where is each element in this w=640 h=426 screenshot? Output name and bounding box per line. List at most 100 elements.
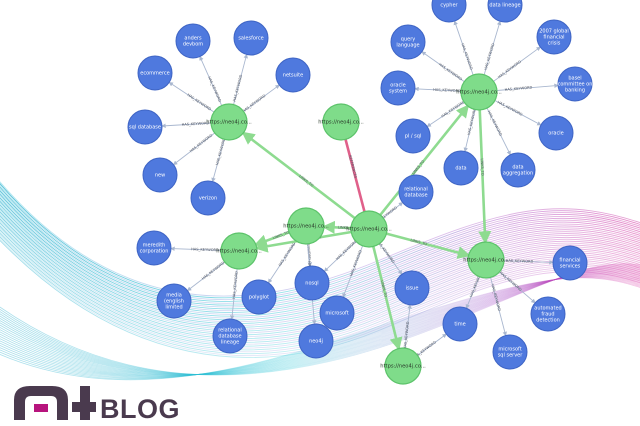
edge-type-label: HAS_KEYWORD: [215, 138, 226, 166]
edge-type-label: LINKS_TO: [272, 230, 290, 240]
topic-node-label: automated: [534, 306, 561, 312]
topic-node-label: new: [155, 173, 165, 179]
topic-node-label: data: [512, 165, 523, 171]
topic-node-label: devbom: [183, 42, 203, 48]
page-node[interactable]: https://neo4j.co...: [206, 103, 252, 141]
topic-node[interactable]: time: [442, 306, 478, 342]
ai-blog-logo: BLOG: [14, 386, 180, 422]
topic-node-label: neo4j: [309, 339, 323, 345]
topic-node[interactable]: polyglot: [241, 279, 277, 315]
topic-node-label: system: [389, 89, 407, 95]
topic-node[interactable]: neo4j: [298, 323, 334, 359]
topic-node-label: financial: [559, 258, 580, 264]
edge-type-label: LINKS_TO: [480, 158, 485, 176]
topic-node[interactable]: data: [443, 150, 479, 186]
topic-node-label: meredith: [143, 243, 166, 249]
edge-type-label: LINKS_TO: [298, 174, 314, 188]
topic-node-label: sql server: [498, 353, 524, 359]
topic-node-label: limited: [165, 305, 182, 311]
page-node-label: https://neo4j.co...: [346, 227, 392, 233]
topic-node[interactable]: data lineage: [487, 0, 523, 23]
topic-node[interactable]: verizon: [190, 180, 226, 216]
logo-stem-shape: [80, 386, 90, 420]
topic-node-label: salesforce: [238, 36, 263, 42]
topic-node[interactable]: microsoft: [319, 295, 355, 331]
page-node[interactable]: https://neo4j.co...: [346, 210, 392, 248]
topic-node-label: (english: [164, 299, 184, 305]
topic-node-label: anders: [184, 36, 202, 42]
topic-node-label: fraud: [541, 312, 554, 318]
edge-type-label: HAS_KEYWORD: [487, 110, 503, 137]
edge-type-label: HAS_KEYWORD: [201, 261, 226, 281]
topic-node[interactable]: netsuite: [275, 57, 311, 93]
page-node-label: https://neo4j.co...: [380, 364, 426, 370]
page-node[interactable]: https://neo4j.co...: [463, 241, 509, 279]
edge-type-label: HAS_KEYWORD: [497, 60, 522, 80]
edge-type-label: HAS_KEYWORD: [232, 271, 239, 299]
topic-node[interactable]: new: [142, 157, 178, 193]
page-node-label: https://neo4j.co...: [456, 90, 502, 96]
topic-node-label: polyglot: [249, 295, 269, 301]
topic-node[interactable]: sql database: [127, 109, 163, 145]
topic-node-label: 2007 global: [539, 29, 569, 35]
topic-node-label: corporation: [140, 249, 169, 255]
topic-node[interactable]: ecommerce: [137, 55, 173, 91]
edge-type-label: HAS_KEYWORD: [335, 239, 358, 261]
page-node-label: https://neo4j.co...: [216, 249, 262, 255]
topic-node-label: ecommerce: [140, 71, 169, 77]
topic-node[interactable]: nosql: [294, 265, 330, 301]
page-node-label: https://neo4j.co...: [463, 258, 509, 264]
topic-node-label: cypher: [440, 3, 458, 9]
topic-node[interactable]: issue: [394, 270, 430, 306]
edge-type-label: HAS_KEYWORD: [467, 108, 477, 136]
edge-type-label: LINKS_TO: [411, 159, 425, 175]
topic-node-label: microsoft: [498, 347, 521, 353]
edge-type-label: HAS_KEYWORD: [191, 247, 219, 252]
topic-node-label: oracle: [390, 83, 405, 89]
page-node[interactable]: https://neo4j.co...: [456, 73, 502, 111]
edge-type-label: HAS_KEYWORD: [242, 94, 267, 114]
page-node[interactable]: https://neo4j.co...: [283, 207, 329, 245]
topic-node-label: media: [166, 293, 182, 299]
topic-node-label: time: [454, 322, 465, 328]
topic-node[interactable]: cypher: [431, 0, 467, 23]
edge-type-label: HAS_KEYWORD: [497, 100, 524, 117]
topic-node-label: data lineage: [489, 3, 520, 9]
logo-accent-shape: [34, 404, 48, 412]
topic-node-label: financial: [543, 35, 564, 41]
topic-node[interactable]: oracle: [538, 115, 574, 151]
topic-node-label: relational: [404, 187, 428, 193]
topic-node-label: relational: [218, 328, 242, 334]
edge-type-label: HAS_KEYWORD: [506, 259, 534, 264]
edge-type-label: HAS_KEYWORD: [440, 100, 465, 119]
edge-type-label: HAS_KEYWORD: [460, 43, 473, 71]
edge-type-label: HAS_KEYWORD: [182, 121, 210, 127]
topic-node-label: database: [218, 334, 241, 340]
edge-type-label: HAS_KEYWORD: [403, 321, 410, 349]
page-node[interactable]: https://neo4j.co...: [318, 103, 364, 141]
edge-type-label: HAS_KEYWORD: [189, 133, 214, 153]
topic-node[interactable]: salesforce: [233, 20, 269, 56]
edge-type-label: LINKS_TO: [410, 238, 428, 246]
topic-node-label: lineage: [221, 340, 239, 346]
topic-node[interactable]: pl / sql: [395, 118, 431, 154]
topic-node-label: verizon: [199, 196, 217, 202]
page-node[interactable]: https://neo4j.co...: [380, 347, 426, 385]
page-node[interactable]: https://neo4j.co...: [216, 232, 262, 270]
edge-type-label: HAS_KEYWORD: [438, 62, 463, 81]
